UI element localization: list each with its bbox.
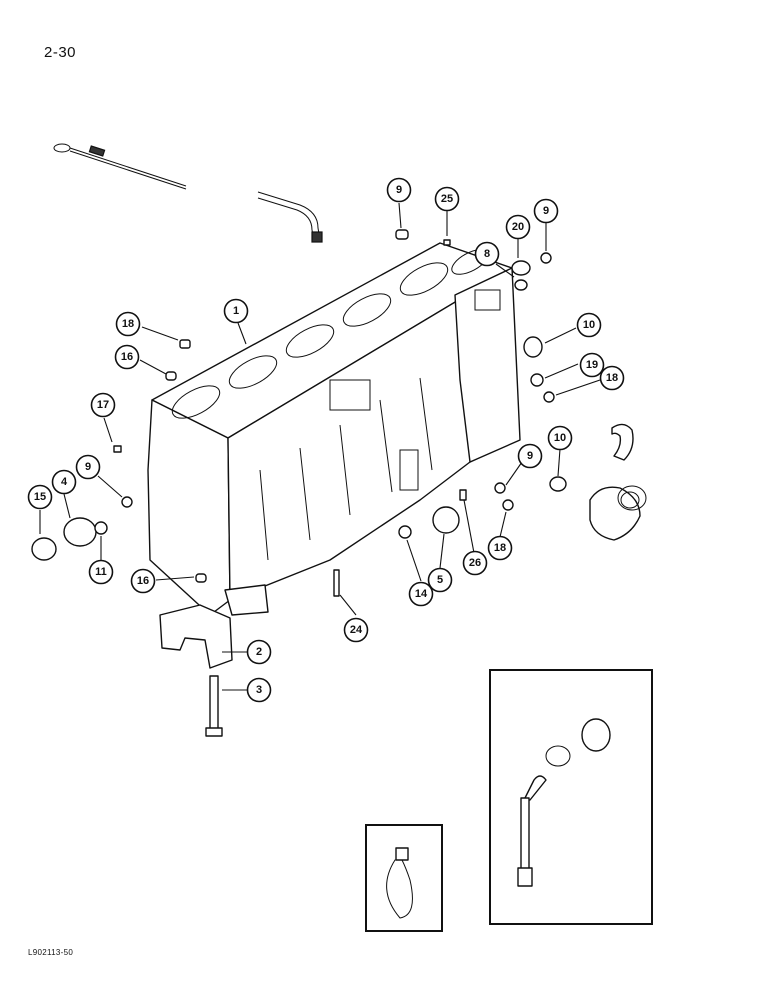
callout-label: 4 [61,476,68,488]
callout-label: 19 [586,359,598,371]
callout-4: 4 [51,469,77,495]
callout-label: 10 [554,432,566,444]
callout-15: 15 [27,484,53,510]
inset-box-sensor [489,669,653,925]
callout-label: 24 [350,624,363,636]
main-bearing-cap [159,604,233,669]
oil-cooler-hoses [589,423,647,541]
callout-label: 8 [484,248,490,260]
callout-16: 16 [114,344,140,370]
plugs-and-seals [31,229,567,597]
callout-label: 16 [121,351,133,363]
callout-3: 3 [246,677,272,703]
callout-9: 9 [75,454,101,480]
callout-10: 10 [547,425,573,451]
callout-18: 18 [487,535,513,561]
callout-24: 24 [343,617,369,643]
dipstick [53,143,187,190]
inset-box-strap [365,824,443,932]
callout-5: 5 [427,567,453,593]
callout-9: 9 [517,443,543,469]
callout-label: 1 [233,305,239,317]
callout-label: 9 [527,450,533,462]
main-bearing-bolt [205,675,223,737]
callout-label: 26 [469,557,481,569]
callout-label: 25 [441,193,453,205]
callout-label: 17 [97,399,109,411]
callout-label: 11 [95,566,107,578]
callout-label: 2 [256,646,262,658]
callout-label: 9 [396,184,402,196]
callout-18: 18 [599,365,625,391]
callout-label: 3 [256,684,262,696]
callout-1: 1 [223,298,249,324]
callout-9: 9 [386,177,412,203]
callout-26: 26 [462,550,488,576]
callout-16: 16 [130,568,156,594]
callout-label: 10 [583,319,595,331]
callout-label: 14 [415,588,428,600]
callout-label: 9 [543,205,549,217]
callout-19: 19 [579,352,605,378]
callout-label: 20 [512,221,524,233]
callout-label: 18 [494,542,506,554]
page-number: 2-30 [44,44,77,61]
callout-label: 16 [137,575,149,587]
callout-14: 14 [408,581,434,607]
callout-11: 11 [88,559,114,585]
callout-label: 18 [122,318,134,330]
callout-8: 8 [474,241,500,267]
callout-17: 17 [90,392,116,418]
callout-10: 10 [576,312,602,338]
callout-label: 18 [606,372,618,384]
dipstick-tube [257,191,323,243]
cylinder-block [147,242,521,616]
callout-label: 15 [34,491,46,503]
callout-2: 2 [246,639,272,665]
callout-18: 18 [115,311,141,337]
leader-lines [39,202,601,691]
figure-code: L902113-50 [28,948,74,957]
callout-label: 5 [437,574,443,586]
callout-label: 9 [85,461,91,473]
callout-9: 9 [533,198,559,224]
callout-20: 20 [505,214,531,240]
callout-25: 25 [434,186,460,212]
